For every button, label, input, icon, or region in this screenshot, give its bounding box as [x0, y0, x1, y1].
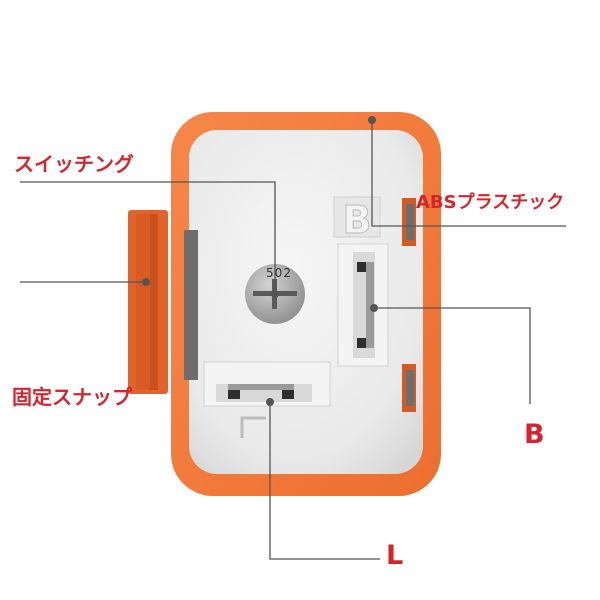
label-switching: スイッチング: [14, 152, 134, 176]
left-rail: [184, 230, 198, 380]
relay-housing: [171, 112, 441, 496]
leader-abs: [371, 120, 566, 227]
right-notches: [402, 198, 416, 412]
leader-dots: [142, 116, 378, 406]
b-mark: B: [333, 196, 381, 243]
leader-switching: [20, 181, 276, 294]
embossed-b: B: [343, 198, 372, 242]
leader-l: [269, 402, 380, 560]
label-terminal-b: B: [524, 419, 545, 450]
fixing-snap-clip: [128, 210, 168, 394]
leader-b: [374, 307, 531, 404]
terminal-l: [203, 361, 331, 438]
leader-lines: [20, 120, 566, 560]
terminal-b: [337, 243, 389, 367]
label-abs-plastic: ABSプラスチック: [416, 192, 565, 213]
label-terminal-l: L: [386, 540, 404, 571]
label-fixing-snap: 固定スナップ: [12, 385, 132, 409]
switch-position-marks: 502: [266, 266, 292, 280]
